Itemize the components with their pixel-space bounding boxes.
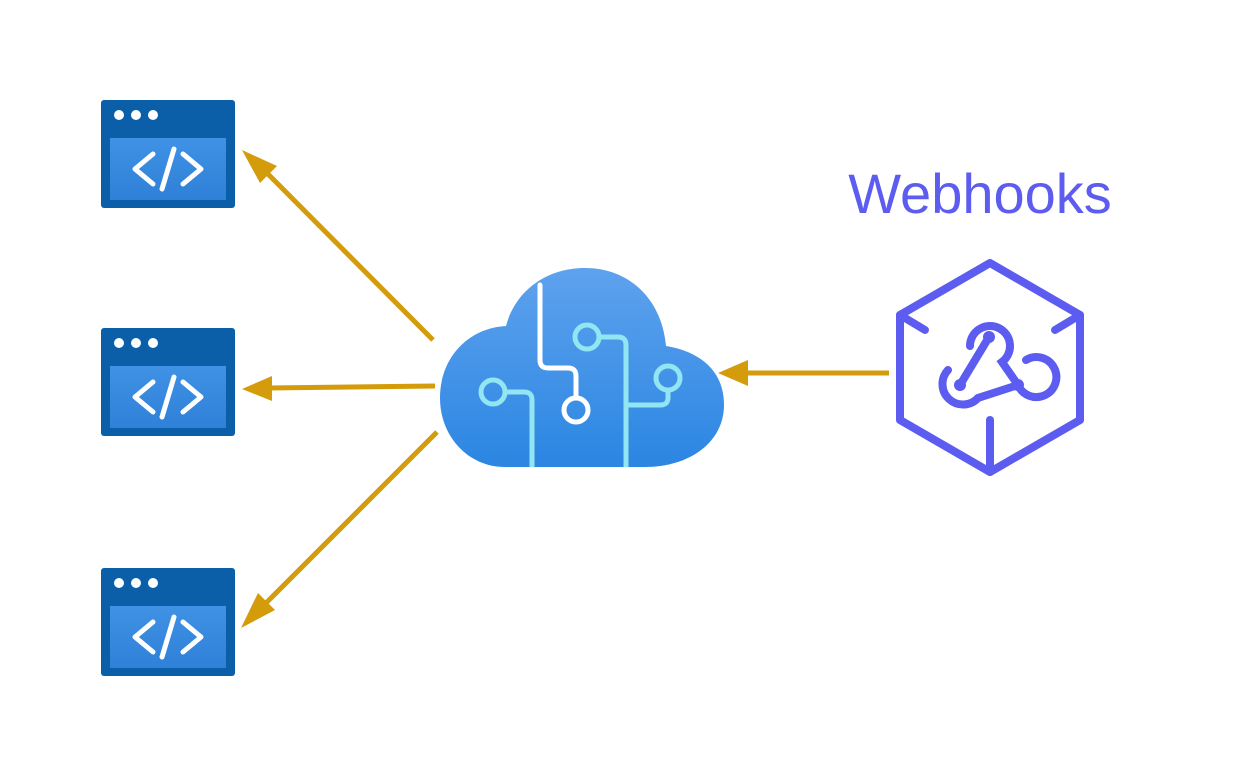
webhook-hexagon-icon [896,259,1084,476]
cloud-circuit-icon [440,268,724,467]
arrow-cloud-to-app-2 [242,376,436,401]
app-window-1 [101,100,235,208]
app-window-3 [101,568,235,676]
code-window-icon [101,328,235,436]
code-window-icon [101,568,235,676]
arrow-cloud-to-app-3 [241,430,439,628]
arrow-webhook-to-cloud [718,360,889,386]
code-window-icon [101,100,235,208]
arrow-cloud-to-app-1 [242,150,435,342]
app-window-2 [101,328,235,436]
webhooks-title: Webhooks [848,162,1112,225]
